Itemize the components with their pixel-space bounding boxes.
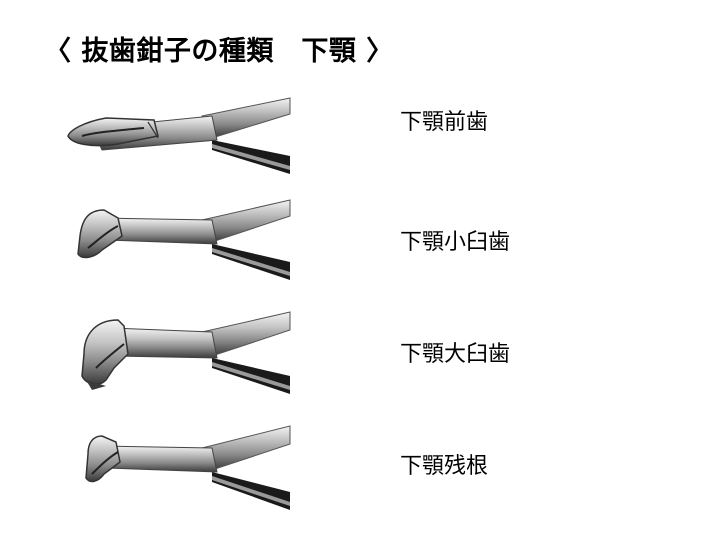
item-label-lower-root: 下顎残根 <box>400 454 489 479</box>
lower-anterior-forceps-image <box>67 97 291 174</box>
item-label-lower-premolar: 下顎小臼歯 <box>400 230 511 255</box>
lower-root-forceps-image <box>85 425 291 510</box>
lower-premolar-forceps-image <box>77 199 291 280</box>
lower-molar-forceps-image <box>81 311 291 394</box>
item-label-lower-molar: 下顎大臼歯 <box>400 342 511 367</box>
item-label-lower-anterior: 下顎前歯 <box>400 110 489 135</box>
slide-title: 〈 抜歯鉗子の種類 下顎 〉 <box>44 36 394 67</box>
